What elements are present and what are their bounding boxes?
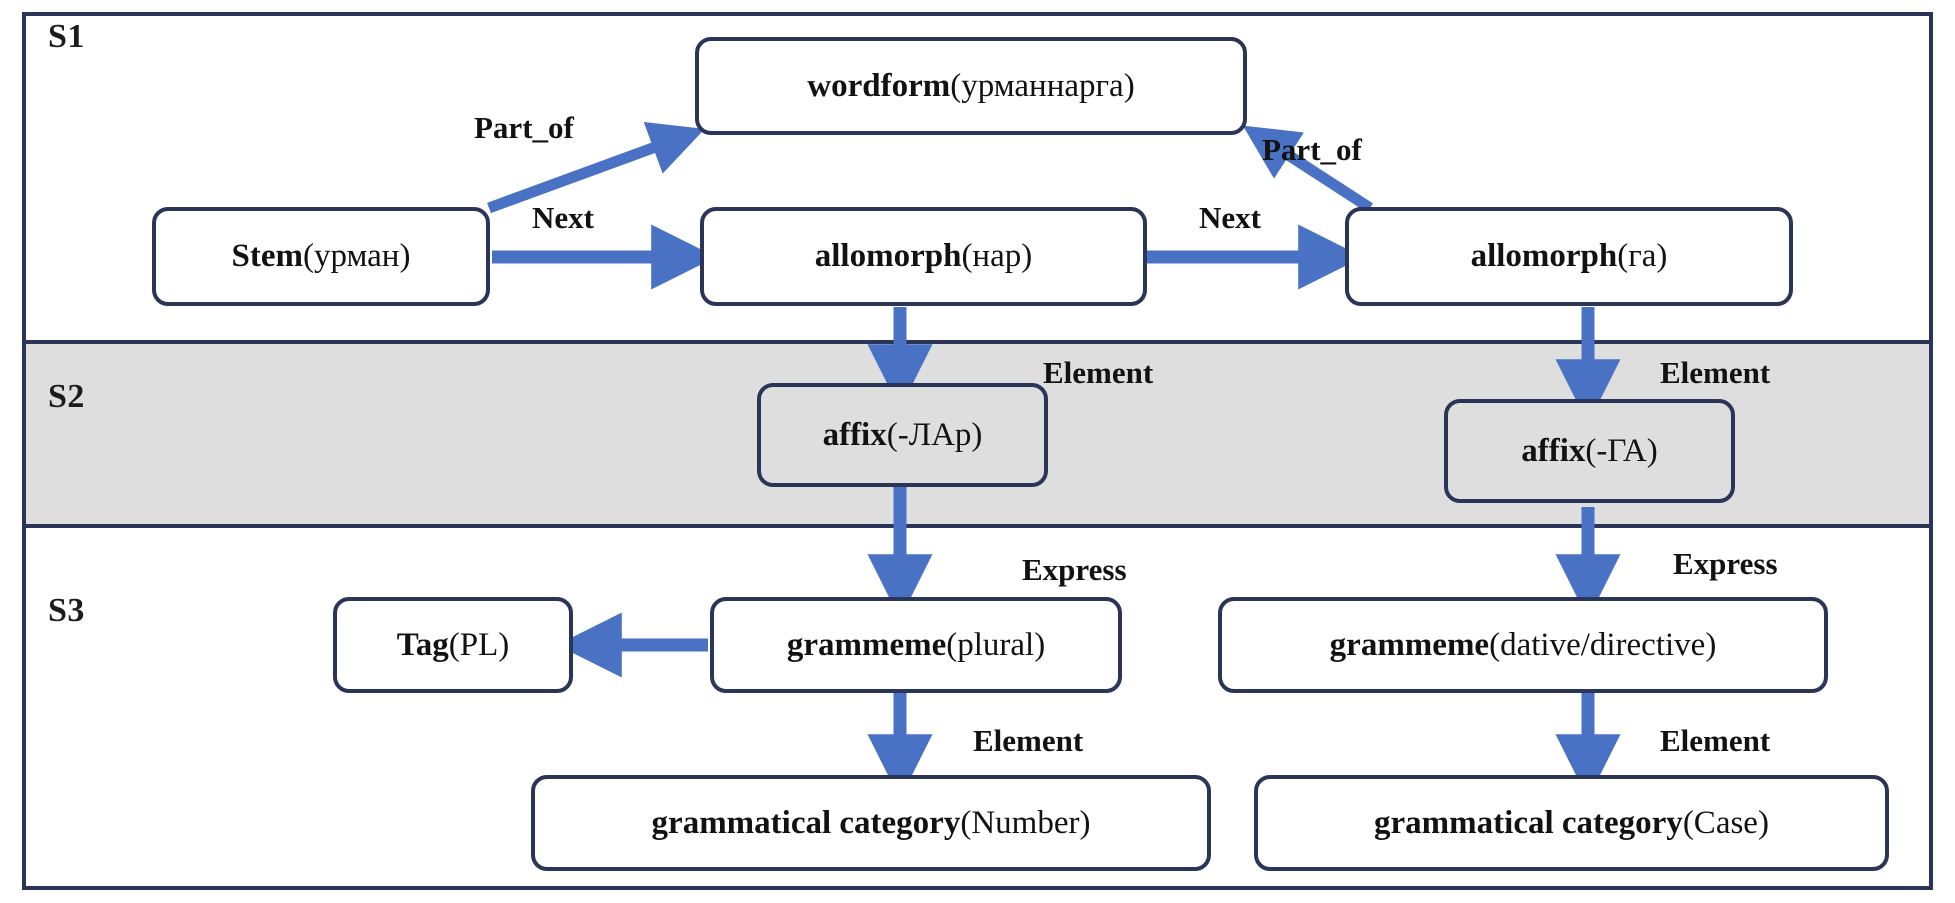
node-allomorph-nar-plain: (нар) [961, 238, 1033, 275]
edge-label-part-of-left: Part_of [474, 110, 574, 145]
node-gramcat-number[interactable]: grammatical category (Number) [531, 775, 1211, 871]
node-stem-plain: (урман) [303, 238, 411, 275]
node-affix-ga-plain: (-ГА) [1585, 432, 1658, 469]
edge-label-element-cat-left: Element [973, 723, 1084, 758]
node-affix-lar[interactable]: affix(-ЛАр) [757, 383, 1048, 487]
node-allomorph-ga-bold: allomorph [1470, 238, 1618, 275]
node-stem-bold: Stem [231, 238, 304, 275]
node-gramcat-case-plain: (Case) [1682, 804, 1769, 841]
node-gramcat-number-bold: grammatical category [651, 804, 961, 841]
node-gramcat-case[interactable]: grammatical category (Case) [1254, 775, 1889, 871]
node-allomorph-nar[interactable]: allomorph(нар) [700, 207, 1147, 306]
node-affix-ga-bold: affix [1521, 432, 1586, 469]
edge-label-element-affix-left: Element [1043, 355, 1154, 390]
node-allomorph-nar-bold: allomorph [814, 238, 962, 275]
node-affix-ga[interactable]: affix(-ГА) [1444, 399, 1735, 503]
edge-label-part-of-right: Part_of [1262, 132, 1362, 167]
node-allomorph-ga[interactable]: allomorph(га) [1345, 207, 1793, 306]
edge-label-element-affix-right: Element [1660, 355, 1771, 390]
node-grammeme-plural-bold: grammeme [786, 626, 947, 663]
band-label-s2: S2 [48, 378, 85, 415]
node-affix-lar-plain: (-ЛАр) [886, 416, 983, 453]
band-label-s1: S1 [48, 18, 85, 55]
edge-label-next-right: Next [1199, 200, 1261, 235]
edge-label-express-left: Express [1022, 552, 1127, 587]
node-grammeme-dative-bold: grammeme [1329, 626, 1490, 663]
node-grammeme-dative-plain: (dative/directive) [1489, 626, 1717, 663]
node-grammeme-plural[interactable]: grammeme(plural) [710, 597, 1122, 693]
node-grammeme-plural-plain: (plural) [946, 626, 1046, 663]
node-wordform[interactable]: wordform(урманнарга) [695, 37, 1247, 135]
edge-label-element-cat-right: Element [1660, 723, 1771, 758]
node-wordform-bold: wordform [807, 67, 951, 104]
node-wordform-plain: (урманнарга) [950, 67, 1135, 104]
node-gramcat-number-plain: (Number) [960, 804, 1091, 841]
edge-label-express-right: Express [1673, 546, 1778, 581]
node-tag-pl-bold: Tag [396, 626, 449, 663]
node-tag-pl[interactable]: Tag (PL) [333, 597, 573, 693]
band-label-s3: S3 [48, 592, 85, 629]
edge-label-next-left: Next [532, 200, 594, 235]
node-allomorph-ga-plain: (га) [1617, 238, 1668, 275]
node-gramcat-case-bold: grammatical category [1374, 804, 1683, 841]
node-grammeme-dative[interactable]: grammeme (dative/directive) [1218, 597, 1828, 693]
node-stem[interactable]: Stem(урман) [152, 207, 490, 306]
node-tag-pl-plain: (PL) [448, 626, 510, 663]
node-affix-lar-bold: affix [822, 416, 887, 453]
